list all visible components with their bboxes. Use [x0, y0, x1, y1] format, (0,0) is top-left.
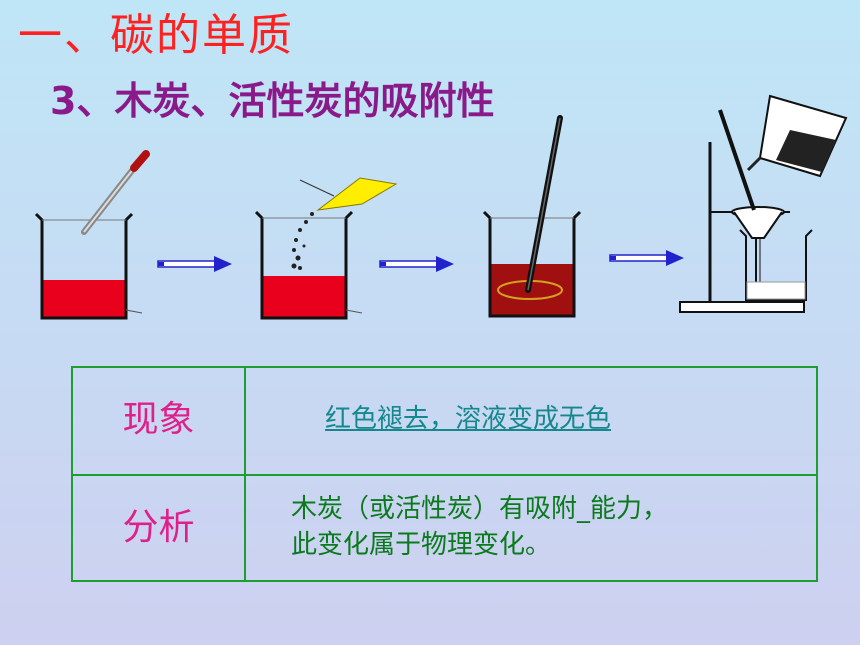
analysis-text: 木炭（或活性炭）有吸附_能力， 此变化属于物理变化。: [291, 492, 668, 564]
arrow-2-icon: [379, 256, 454, 272]
red-solution-1: [42, 280, 126, 318]
slide-subtitle: 3、木炭、活性炭的吸附性: [50, 79, 495, 123]
charcoal-paper-icon: [291, 177, 398, 270]
analysis-line-1: 木炭（或活性炭）有吸附_能力，: [291, 494, 669, 524]
table-row-divider: [73, 474, 816, 476]
beaker-1: [34, 212, 143, 320]
summary-table: 现象 红色褪去，溶液变成无色 分析 木炭（或活性炭）有吸附_能力， 此变化属于物…: [71, 366, 818, 582]
dropper-icon: [81, 150, 150, 235]
label-observation: 现象: [122, 399, 195, 440]
stirring-rod-icon: [525, 115, 563, 293]
arrow-3-icon: [609, 250, 684, 266]
analysis-line-2: 此变化属于物理变化。: [291, 529, 552, 560]
pouring-beaker-icon: [746, 94, 848, 178]
slide-title: 一、碳的单质: [18, 10, 294, 61]
beaker-2: [254, 210, 363, 320]
experiment-illustration: [34, 94, 848, 320]
label-analysis: 分析: [122, 507, 195, 548]
red-solution-2: [262, 276, 346, 318]
filtration-apparatus: [679, 94, 848, 313]
observation-text: 红色褪去，溶液变成无色: [325, 404, 612, 434]
arrow-1-icon: [157, 256, 232, 272]
